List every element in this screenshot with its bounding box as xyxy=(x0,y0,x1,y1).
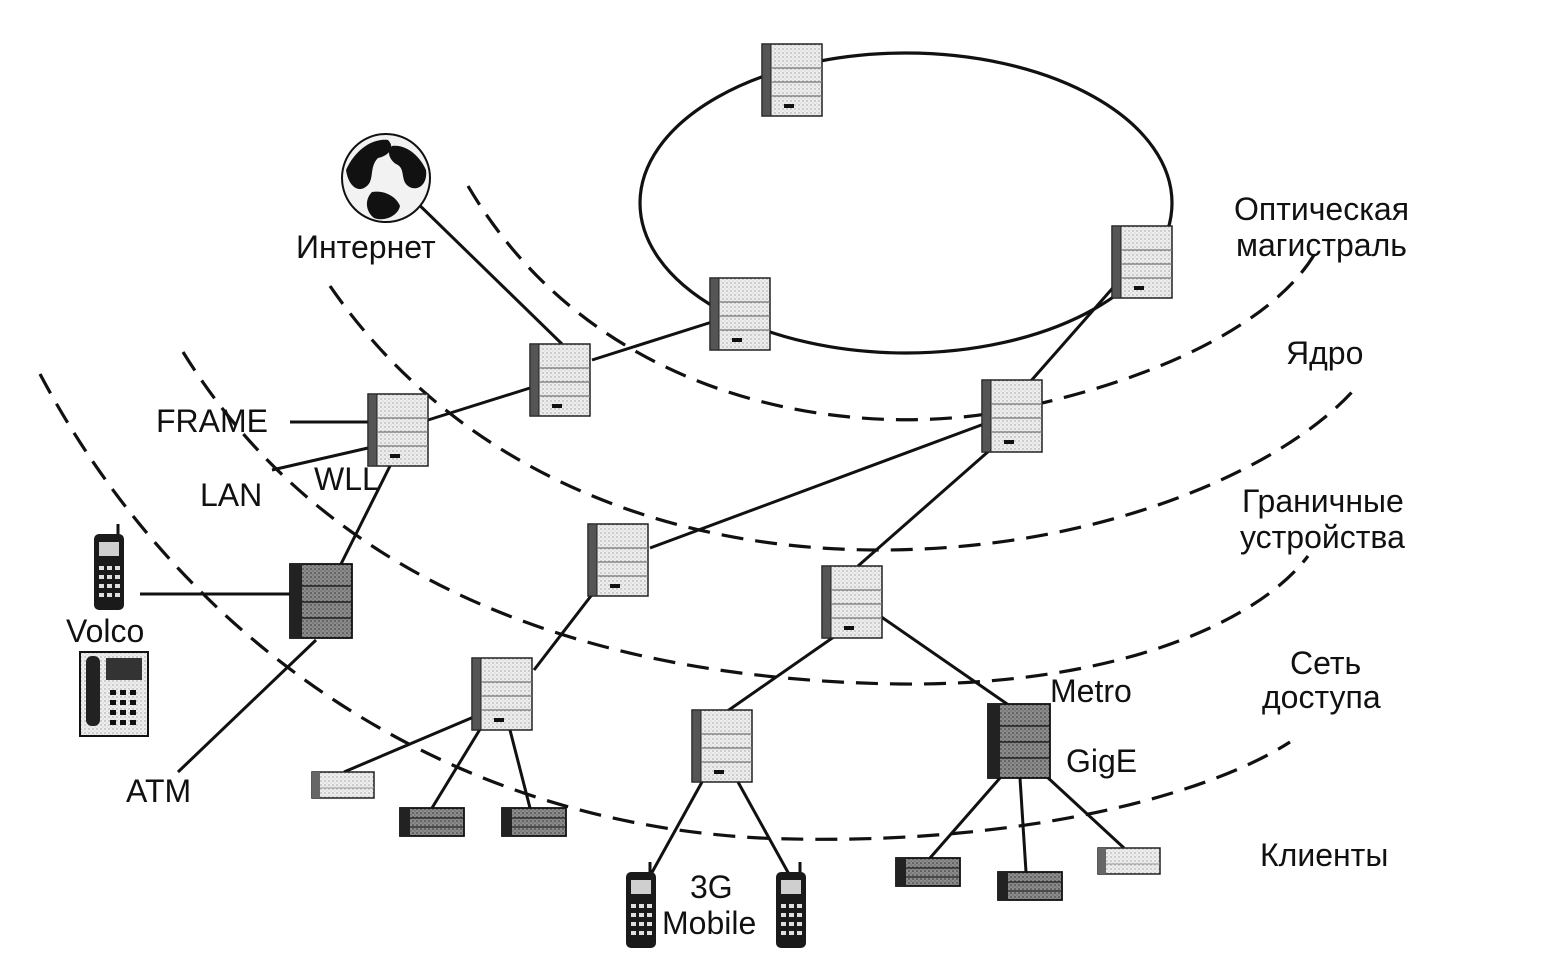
optical-boundary xyxy=(466,185,1320,422)
server-icon xyxy=(529,343,591,417)
server-icon xyxy=(709,277,771,351)
mobile-label-line2: Mobile xyxy=(662,905,756,941)
server-icon xyxy=(761,43,823,117)
router-icon xyxy=(311,771,375,799)
atm-label: ATM xyxy=(126,773,191,809)
server-icon xyxy=(821,565,883,639)
voice-label: Volco xyxy=(66,613,144,649)
router-icon xyxy=(399,807,465,837)
desk-phone-icon xyxy=(79,651,149,737)
mobile-label-line1: 3G xyxy=(690,869,733,905)
internet-label: Интернет xyxy=(296,229,436,265)
router-icon xyxy=(895,857,961,887)
mobile-phone-icon xyxy=(774,860,808,950)
core-boundary xyxy=(328,285,1354,552)
router-icon xyxy=(1097,847,1161,875)
edge-devices-label-line2: устройства xyxy=(1240,519,1405,555)
mobile-phone-icon xyxy=(624,860,658,950)
server-icon xyxy=(987,703,1051,779)
server-icon xyxy=(471,657,533,731)
server-icon xyxy=(691,709,753,783)
optical-backbone-label-line2: магистраль xyxy=(1236,227,1407,263)
server-icon xyxy=(289,563,353,639)
access-boundary xyxy=(38,373,1291,841)
edge-boundary xyxy=(181,351,1310,686)
globe-icon xyxy=(341,133,431,223)
server-icon xyxy=(1111,225,1173,299)
router-icon xyxy=(997,871,1063,901)
optical-backbone-label-line1: Оптическая xyxy=(1234,191,1409,227)
access-network-label-line2: доступа xyxy=(1262,679,1381,715)
frame-label: FRAME xyxy=(156,403,268,439)
optical-ring xyxy=(638,51,1174,355)
network-links xyxy=(140,192,1126,877)
server-icon xyxy=(981,379,1043,453)
mobile-phone-icon xyxy=(92,522,126,612)
router-icon xyxy=(501,807,567,837)
wll-label: WLL xyxy=(314,461,380,497)
edge-devices-label-line1: Граничные xyxy=(1242,483,1404,519)
layer-boundaries xyxy=(38,185,1354,841)
gige-label: GigE xyxy=(1066,743,1137,779)
access-network-label-line1: Сеть xyxy=(1290,645,1361,681)
metro-label: Metro xyxy=(1050,673,1132,709)
server-icon xyxy=(367,393,429,467)
lan-label: LAN xyxy=(200,477,262,513)
clients-label: Клиенты xyxy=(1260,837,1388,873)
server-icon xyxy=(587,523,649,597)
core-label: Ядро xyxy=(1286,335,1363,371)
